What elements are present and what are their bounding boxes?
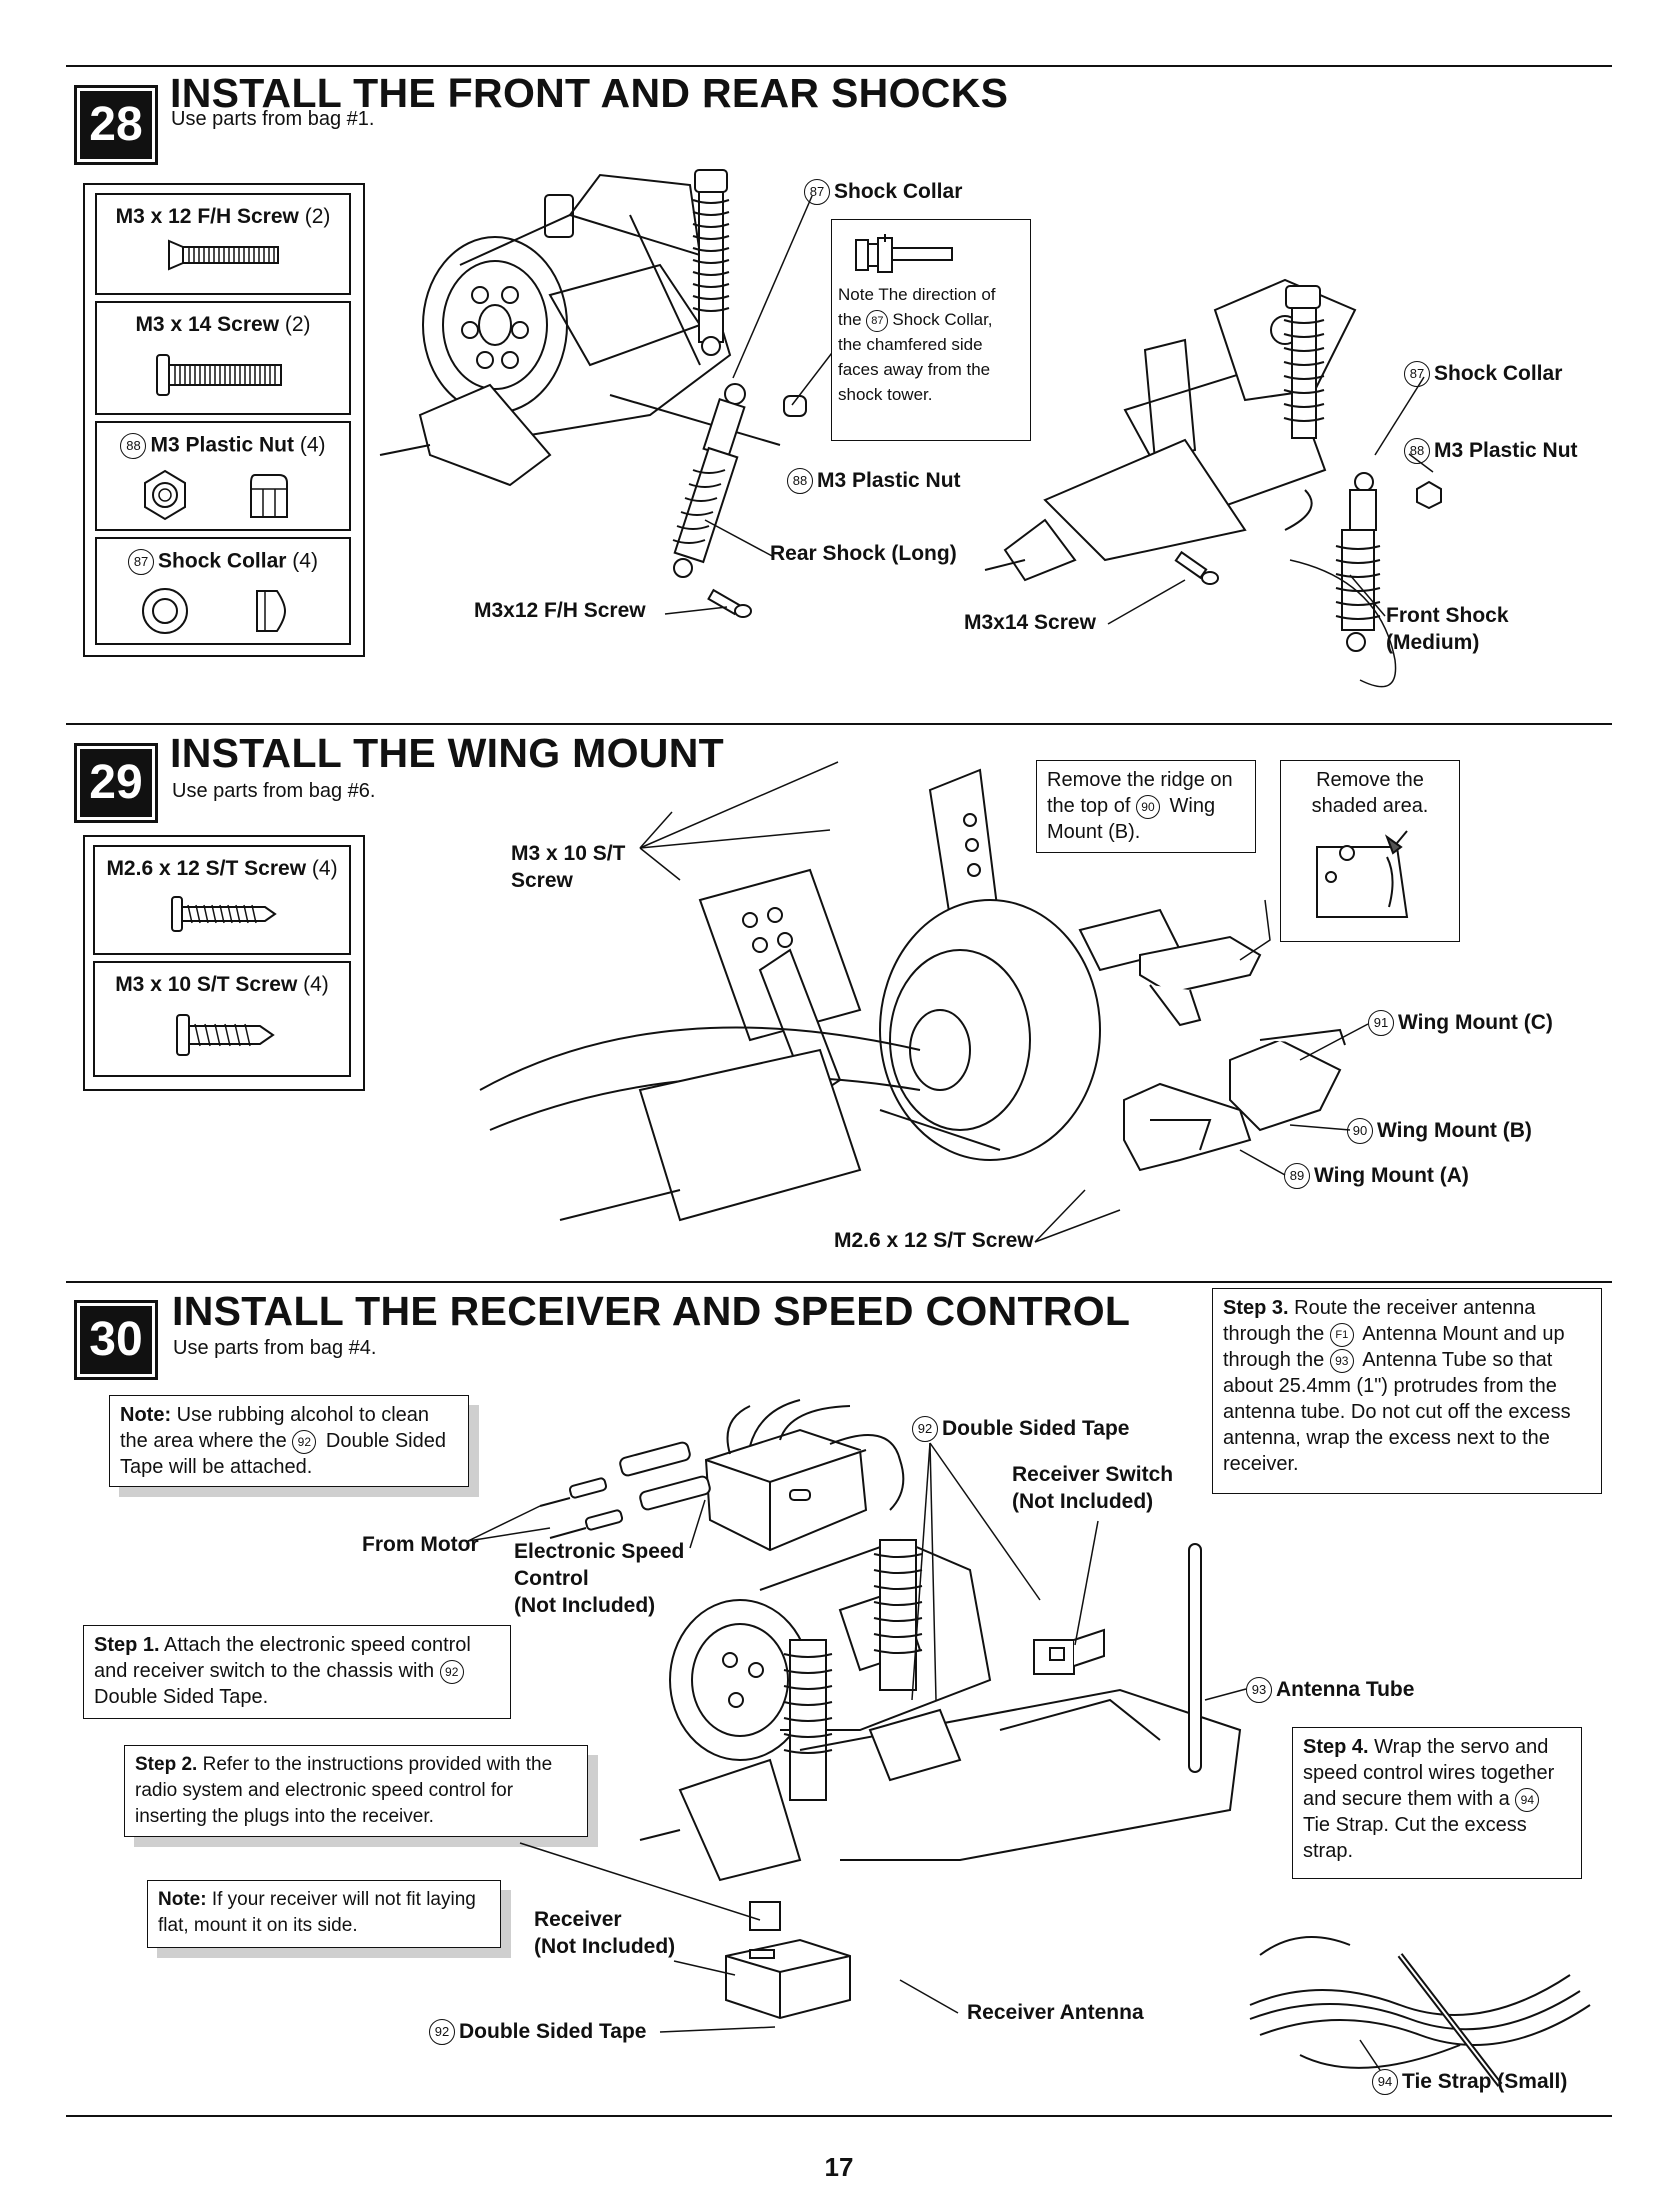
shock-collar-small-icon [783,395,807,417]
step-title: INSTALL THE FRONT AND REAR SHOCKS [170,70,1009,116]
page-number: 17 [824,2152,854,2182]
step-4-instructions: Step 4. Wrap the servo and speed control… [1292,1727,1582,1879]
wing-mount-chassis-illustration [479,768,1182,1222]
shock-collar-icon [142,588,287,634]
step-number-badge: 29 [74,743,158,823]
button-head-screw-icon [156,354,282,396]
part-box: M3 x 12 F/H Screw (2) [95,193,351,295]
rear-shock-long-illustration [672,383,746,578]
note-line: faces away from the [838,360,991,379]
rear-shock-upper-illustration [692,169,730,356]
step-number-badge: 30 [74,1300,158,1380]
section-divider [66,65,1612,67]
section-divider [66,723,1612,725]
part-label: M3 x 14 Screw (2) [135,313,311,336]
parts-list [83,183,365,657]
antenna-tube-illustration [1188,1543,1202,1773]
plastic-nut-icon [144,469,288,521]
front-shock-medium-illustration [1335,472,1381,652]
part-box: M3 x 10 S/T Screw (4) [93,961,351,1077]
step-1-instructions: Step 1. Attach the electronic speed cont… [83,1625,511,1719]
rear-shock-callout: Rear Shock (Long) [770,542,957,565]
tie-strap-illustration [1249,1936,1591,2087]
wing-mount-c-illustration [1139,935,1262,1027]
receiver-switch-illustration [1033,1628,1105,1675]
receiver-switch-callout: Receiver Switch(Not Included) [1012,1463,1174,1513]
step-subtitle: Use parts from bag #1. [171,108,375,130]
remove-shaded-area-note: Remove the shaded area. [1280,760,1460,942]
speed-control-illustration [704,1399,905,1552]
chassis-with-electronics-illustration [639,1538,1242,1882]
m3x14-screw-illustration [1174,550,1219,585]
part-label: M2.6 x 12 S/T Screw (4) [106,857,338,880]
rubbing-alcohol-note: Note: Use rubbing alcohol to clean the a… [109,1395,469,1487]
step-number-badge: 28 [74,85,158,165]
section-divider [66,1281,1612,1283]
front-chassis-illustration [984,278,1357,582]
part-label: M3 x 10 S/T Screw (4) [115,973,329,996]
fh-screw-callout: M3x12 F/H Screw [474,599,646,622]
note-line: Note The direction of [838,285,996,304]
step-2-instructions: Step 2. Refer to the instructions provid… [124,1745,588,1837]
wing-mount-a-illustration [1123,1082,1252,1172]
plastic-nut-small-icon [1416,480,1442,510]
part-box: M3 x 14 Screw (2) [95,301,351,415]
front-shock-top-illustration [1283,285,1325,439]
part-label: M3 x 12 F/H Screw (2) [115,205,331,228]
wing-mount-b-detail-icon [1316,830,1409,918]
step-subtitle: Use parts from bag #6. [172,780,376,802]
step-3-instructions: Step 3. Route the receiver antenna throu… [1212,1288,1602,1494]
from-motor-callout: From Motor [362,1533,479,1556]
step-title: INSTALL THE WING MOUNT [170,730,724,776]
shock-collar-direction-icon [855,234,953,273]
fh-screw-illustration [707,588,752,618]
parts-list [83,835,365,1091]
note-line: the chamfered side [838,335,983,354]
receiver-callout: Receiver(Not Included) [534,1908,676,1958]
receiver-illustration [725,1901,851,2020]
motor-connector-plugs-illustration [539,1441,711,1539]
step-subtitle: Use parts from bag #4. [173,1337,377,1359]
wing-mount-b-illustration [1229,1028,1346,1132]
m3x14-screw-callout: M3x14 Screw [964,611,1096,634]
receiver-side-note: Note: If your receiver will not fit layi… [147,1880,501,1948]
front-shock-callout: Front Shock(Medium) [1386,604,1509,654]
part-box: M2.6 x 12 S/T Screw (4) [93,845,351,955]
m26-st-screw-callout: M2.6 x 12 S/T Screw [834,1229,1034,1252]
flat-head-screw-icon [168,239,279,271]
note-line: shock tower. [838,385,933,404]
receiver-antenna-callout: Receiver Antenna [967,2001,1144,2024]
footer-divider [66,2115,1612,2117]
self-tapping-screw-icon [176,1014,275,1056]
self-tapping-screw-icon [171,896,277,932]
step-title: INSTALL THE RECEIVER AND SPEED CONTROL [172,1288,1131,1334]
remove-ridge-note: Remove the ridge on the top of 90 Wing M… [1036,760,1256,853]
